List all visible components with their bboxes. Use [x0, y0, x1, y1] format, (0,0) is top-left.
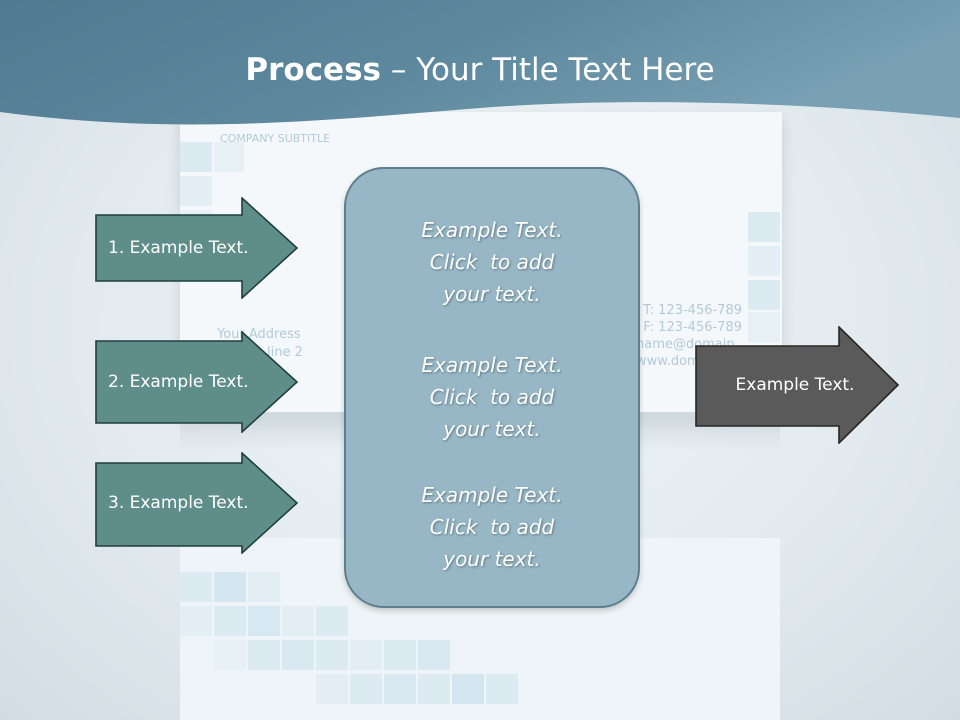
header-wave-shape	[0, 0, 960, 125]
center-item-2: Example Text. Click to add your text.	[346, 349, 638, 445]
background-contact: T: 123-456-789 F: 123-456-789 name@domai…	[636, 302, 742, 370]
slide-title: Process – Your Title Text Here	[0, 52, 960, 88]
center-item-1-line-1: Example Text.	[421, 218, 563, 242]
center-item-2-line-1: Example Text.	[421, 353, 563, 377]
center-item-3-line-2: Click to add	[429, 515, 555, 539]
center-item-1-line-3: your text.	[443, 282, 541, 306]
center-item-3-line-1: Example Text.	[421, 483, 563, 507]
header-band	[0, 0, 960, 150]
input-arrow-1-label: 1. Example Text.	[108, 238, 249, 258]
center-item-1: Example Text. Click to add your text.	[346, 214, 638, 310]
input-arrow-3[interactable]: 3. Example Text.	[95, 452, 299, 554]
output-arrow-label: Example Text.	[735, 375, 855, 395]
input-arrow-3-shape	[95, 452, 299, 554]
slide-title-bold: Process	[245, 52, 381, 88]
background-company-subtitle: COMPANY SUBTITLE	[220, 132, 331, 145]
center-item-3: Example Text. Click to add your text.	[346, 479, 638, 575]
center-item-2-line-3: your text.	[443, 417, 541, 441]
output-arrow[interactable]: Example Text.	[695, 326, 900, 444]
center-process-box[interactable]: Example Text. Click to add your text. Ex…	[344, 167, 640, 608]
background-address: Your Address line 2	[217, 326, 303, 362]
background-fax: F: 123-456-789	[643, 320, 742, 335]
input-arrow-3-label: 3. Example Text.	[108, 493, 249, 513]
output-arrow-shape	[695, 326, 900, 444]
center-item-3-line-3: your text.	[443, 547, 541, 571]
input-arrow-1-shape	[95, 197, 299, 299]
slide-title-rest: – Your Title Text Here	[381, 52, 715, 88]
background-address-line-1: Your Address	[217, 327, 301, 342]
input-arrow-2-label: 2. Example Text.	[108, 372, 249, 392]
center-item-1-line-2: Click to add	[429, 250, 555, 274]
background-address-line-2: line 2	[267, 345, 303, 360]
input-arrow-1[interactable]: 1. Example Text.	[95, 197, 299, 299]
center-item-2-line-2: Click to add	[429, 385, 555, 409]
background-phone: T: 123-456-789	[643, 303, 742, 318]
input-arrow-2-shape	[95, 331, 299, 433]
input-arrow-2[interactable]: 2. Example Text.	[95, 331, 299, 433]
